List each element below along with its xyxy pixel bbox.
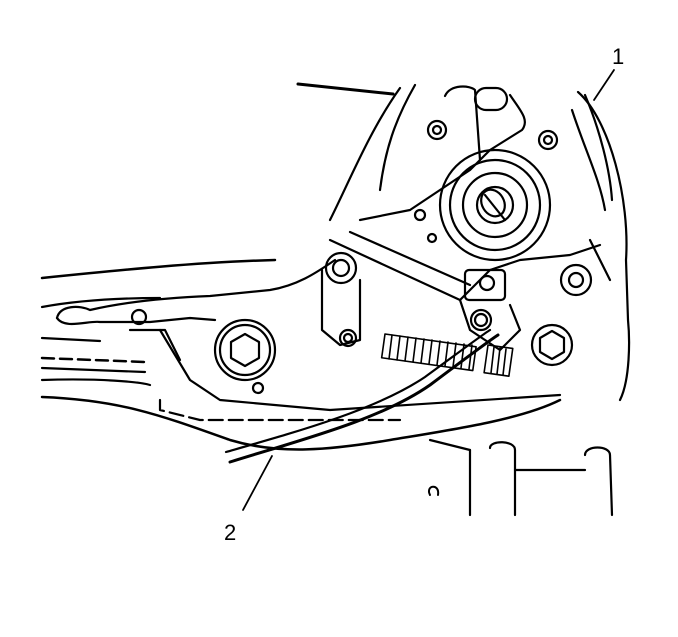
callout-label-2: 2 — [224, 520, 237, 545]
callout-label-1: 1 — [612, 44, 625, 69]
